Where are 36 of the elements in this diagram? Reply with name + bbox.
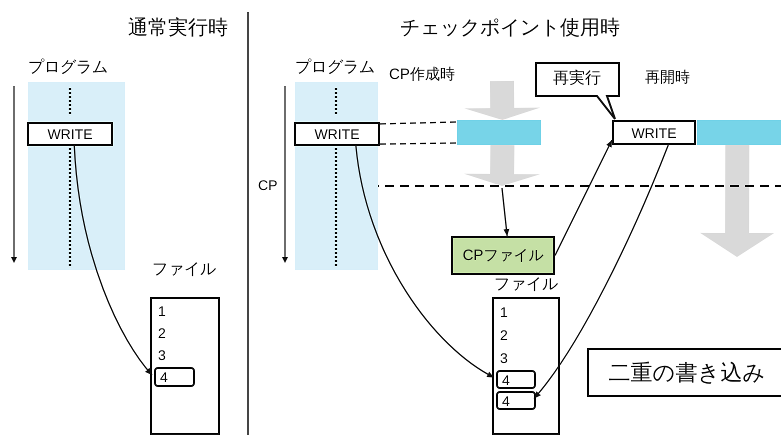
connector-line — [380, 121, 458, 125]
arrow — [74, 146, 152, 376]
heading-text: プログラム — [28, 60, 108, 76]
line-number: 2 — [500, 328, 508, 342]
block-arrow — [464, 144, 540, 186]
phase-label: CP作成時 — [389, 67, 455, 82]
highlight-bar — [457, 120, 541, 145]
note-box: 二重の書き込み — [587, 348, 781, 397]
record-box: 4 — [154, 367, 195, 387]
connector-line — [380, 142, 457, 145]
heading-text: プログラム — [295, 60, 375, 76]
section-heading: チェックポイント使用時 — [400, 18, 620, 38]
line-number: 1 — [500, 305, 508, 319]
record-box: 4 — [496, 370, 536, 389]
file-box: CPファイル — [451, 236, 555, 275]
arrow — [501, 188, 510, 236]
heading-text: ファイル — [152, 262, 216, 278]
process-box: WRITE — [294, 122, 380, 146]
arrow — [534, 144, 669, 399]
callout: 再実行 — [535, 62, 621, 120]
phase-label: 再開時 — [645, 70, 690, 85]
section-heading: 通常実行時 — [128, 18, 228, 38]
process-box: WRITE — [27, 122, 113, 146]
line-number: 1 — [158, 304, 166, 318]
heading-text: ファイル — [494, 277, 558, 293]
line-number: 2 — [158, 326, 166, 340]
record-box: 4 — [496, 391, 536, 410]
block-arrow — [464, 80, 540, 120]
block-arrow — [700, 145, 774, 257]
checkpoint-label: CP — [258, 178, 278, 192]
arrow — [554, 140, 613, 256]
highlight-bar — [697, 120, 781, 145]
process-box: WRITE — [612, 120, 696, 145]
line-number: 3 — [500, 351, 508, 365]
line-number: 3 — [158, 348, 166, 362]
arrow — [355, 146, 494, 378]
